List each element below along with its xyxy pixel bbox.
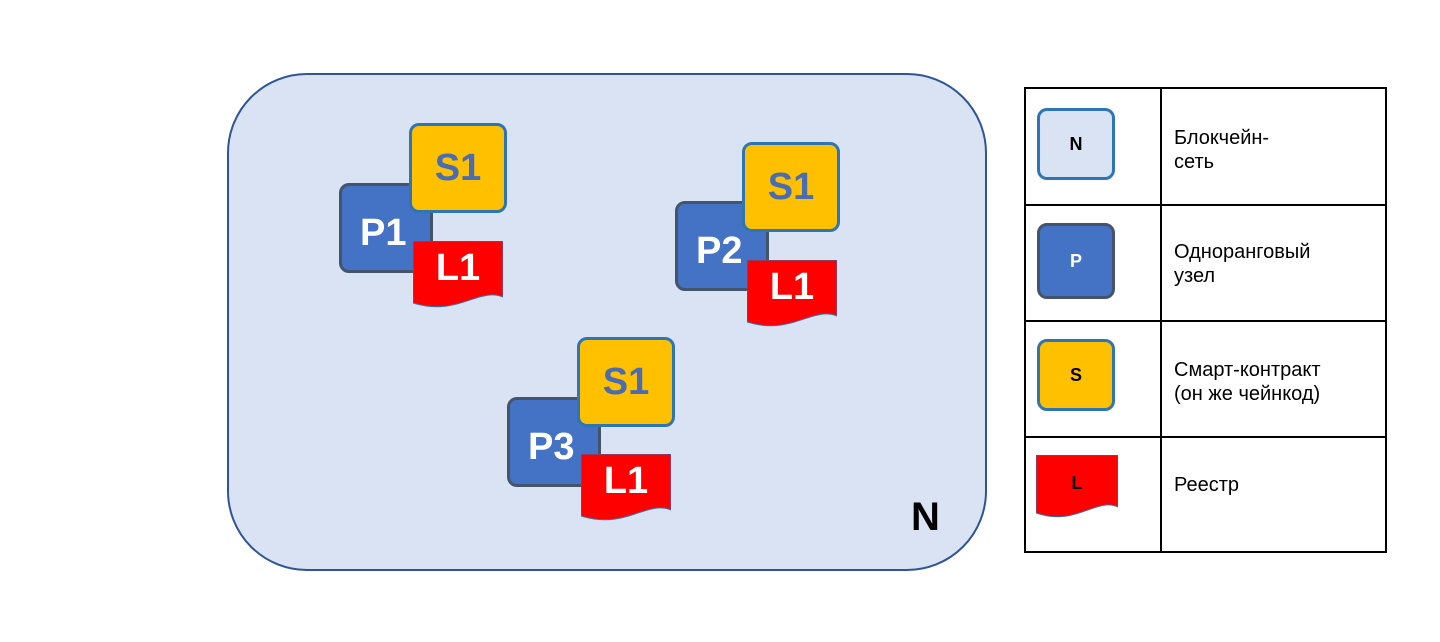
legend-text-network: Блокчейн- сеть: [1174, 127, 1270, 173]
legend-symbol-smart-contract: S: [1037, 339, 1115, 411]
legend-symbol-label: S: [1069, 364, 1082, 385]
legend-symbol-network: N: [1037, 108, 1115, 180]
legend-row-ledger: L Реестр: [1026, 438, 1385, 551]
ledger-shape: [413, 241, 503, 308]
peer-label: P1: [360, 212, 407, 254]
legend-row-peer: P Одноранговый узел: [1026, 206, 1385, 322]
ledger-label: L1: [769, 266, 815, 308]
legend-row-network: N Блокчейн- сеть: [1026, 89, 1385, 206]
ledger-1: L1: [413, 241, 503, 313]
smart-contract-2: S1: [742, 142, 840, 232]
node-group-1: P1 S1 L1: [339, 123, 509, 313]
legend-symbol-ledger: L: [1036, 455, 1118, 523]
legend-text-ledger: Реестр: [1174, 474, 1239, 496]
legend-table: N Блокчейн- сеть P Одноранговый узел S С…: [1024, 87, 1387, 553]
legend-symbol-peer: P: [1037, 223, 1115, 299]
ledger-legend-shape: [1036, 455, 1118, 518]
smart-contract-3: S1: [577, 337, 675, 427]
legend-row-smart-contract: S Смарт-контракт (он же чейнкод): [1026, 322, 1385, 438]
ledger-label: L1: [435, 247, 481, 289]
smart-contract-label: S1: [434, 146, 482, 189]
legend-text-peer: Одноранговый узел: [1174, 241, 1311, 287]
legend-symbol-label: N: [1069, 133, 1083, 154]
ledger-shape: [581, 454, 671, 521]
legend-text-smart-contract: Смарт-контракт (он же чейнкод): [1174, 359, 1321, 405]
peer-label: P2: [696, 230, 743, 272]
ledger-2: L1: [747, 260, 837, 332]
smart-contract-1: S1: [409, 123, 507, 213]
ledger-shape: [747, 260, 837, 327]
smart-contract-label: S1: [767, 165, 815, 208]
legend-symbol-label: P: [1069, 250, 1082, 271]
ledger-label: L1: [603, 460, 649, 502]
ledger-3: L1: [581, 454, 671, 526]
node-group-2: P2 S1 L1: [675, 142, 845, 332]
legend-symbol-label: L: [1071, 472, 1083, 493]
peer-label: P3: [528, 426, 575, 468]
node-group-3: P3 S1 L1: [507, 337, 677, 527]
network-label: N: [911, 495, 940, 539]
smart-contract-label: S1: [602, 360, 650, 403]
